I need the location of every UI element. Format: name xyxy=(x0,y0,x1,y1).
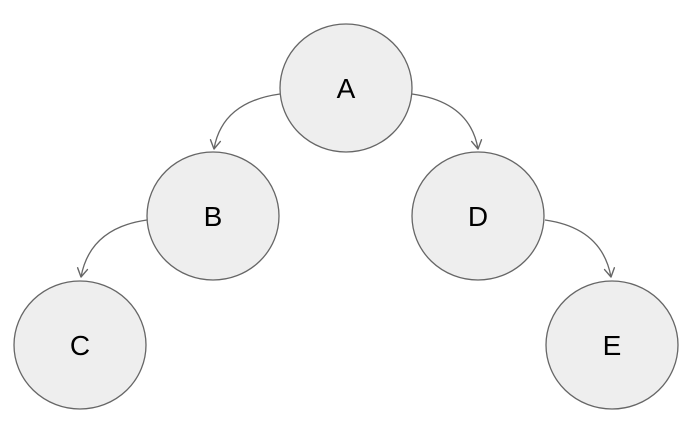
node-c-circle[interactable] xyxy=(13,280,147,410)
edge-d-to-e[interactable] xyxy=(544,219,616,278)
node-b-label: B xyxy=(204,201,223,232)
nodes-layer: A B C D E xyxy=(13,23,679,410)
node-d-circle[interactable] xyxy=(411,151,545,281)
node-e-label: E xyxy=(603,330,622,361)
edges-layer xyxy=(76,93,616,278)
node-e[interactable]: E xyxy=(545,280,679,410)
node-c[interactable]: C xyxy=(13,280,147,410)
edge-b-to-c[interactable] xyxy=(76,219,148,278)
edge-a-to-d[interactable] xyxy=(411,93,483,150)
edge-a-to-b[interactable] xyxy=(209,93,281,150)
node-e-circle[interactable] xyxy=(545,280,679,410)
node-b[interactable]: B xyxy=(146,151,280,281)
node-a-circle[interactable] xyxy=(279,23,413,153)
node-a[interactable]: A xyxy=(279,23,413,153)
node-c-label: C xyxy=(70,330,90,361)
node-a-label: A xyxy=(337,73,356,104)
node-d[interactable]: D xyxy=(411,151,545,281)
node-b-circle[interactable] xyxy=(146,151,280,281)
node-d-label: D xyxy=(468,201,488,232)
